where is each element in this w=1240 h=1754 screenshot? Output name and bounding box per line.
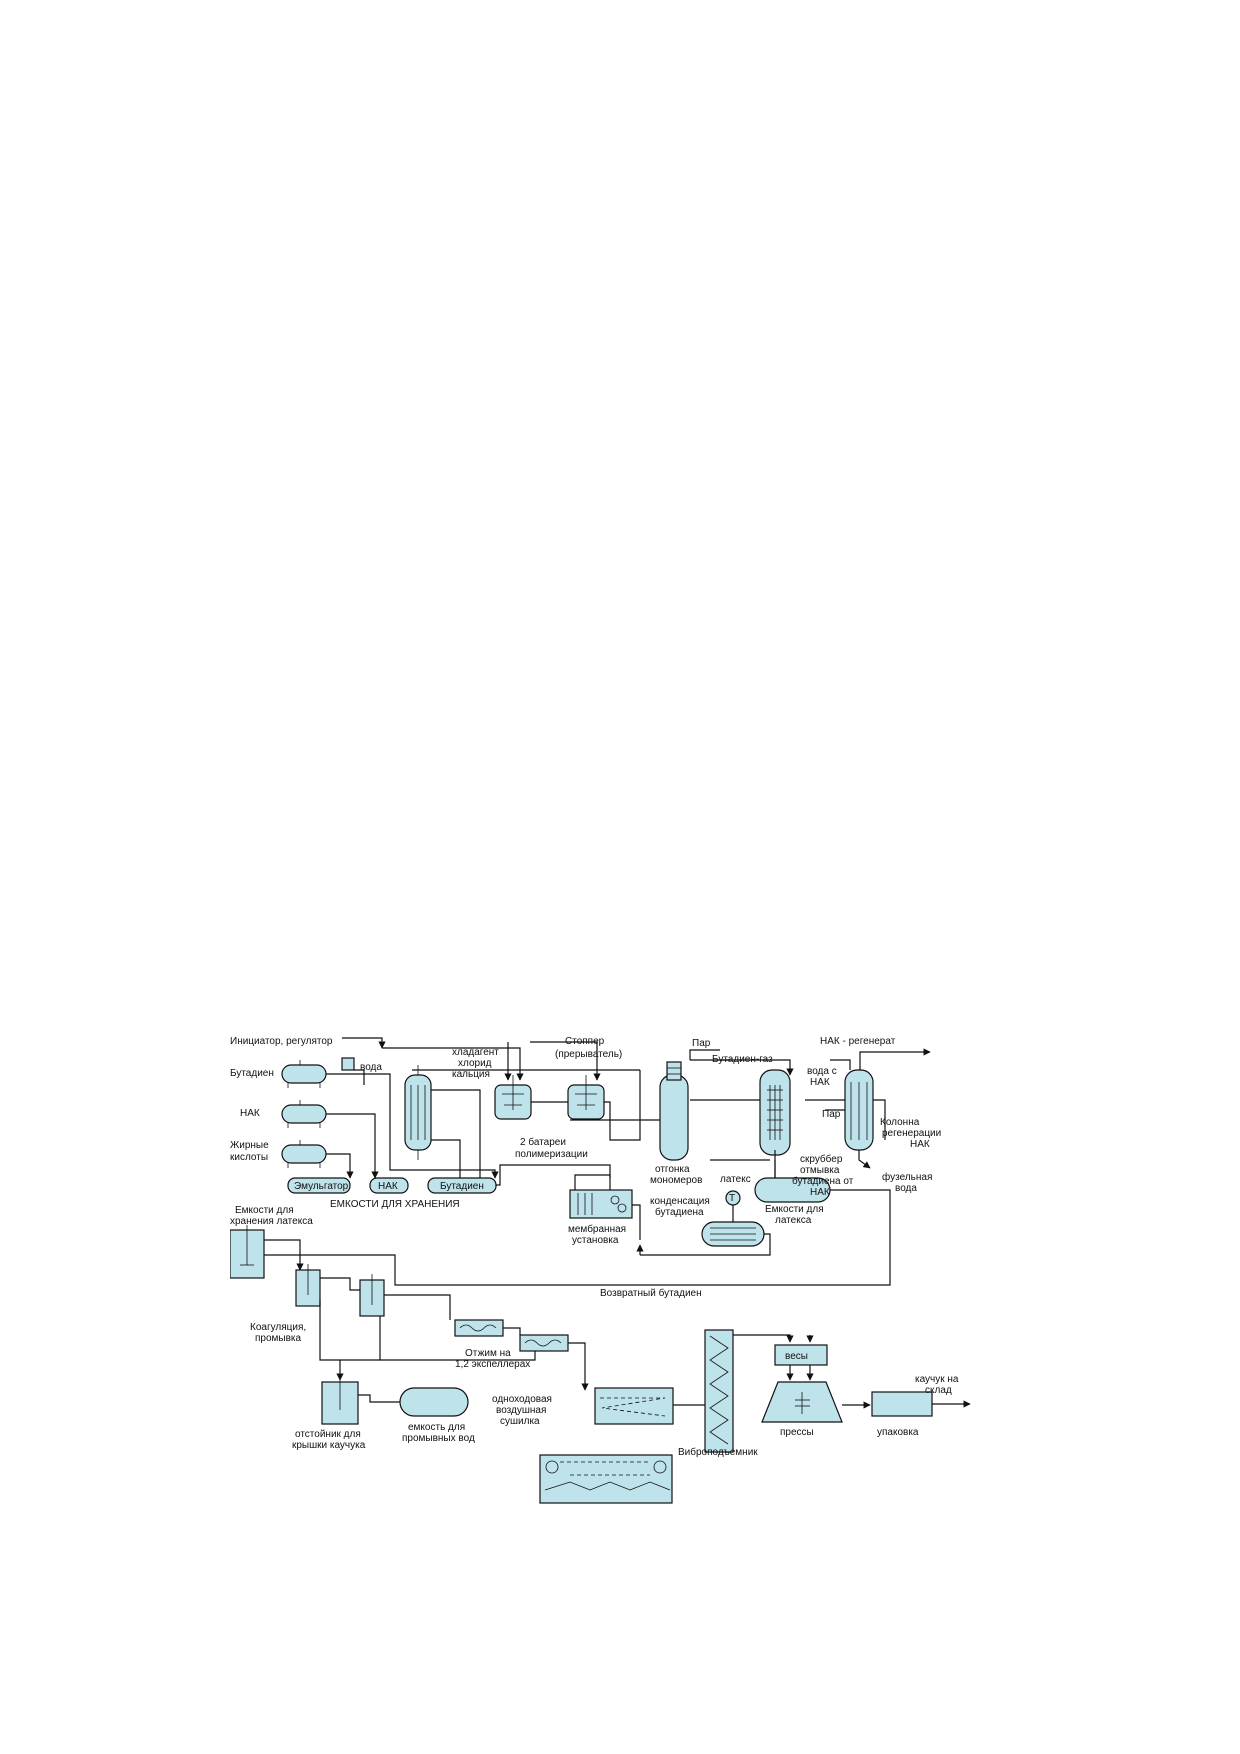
latex-storage-tank: [229, 1225, 265, 1279]
label-squeeze-1: Отжим на: [465, 1348, 511, 1359]
label-column-1: Колонна: [880, 1117, 920, 1128]
label-vibro-lift: Виброподъемник: [678, 1446, 758, 1458]
label-packing: упаковка: [877, 1427, 919, 1438]
label-feed-nak: НАК: [240, 1108, 260, 1119]
label-batteries-1: 2 батареи: [520, 1136, 566, 1148]
label-tank-butadiene: Бутадиен: [440, 1181, 484, 1192]
label-scrubber-4: НАК: [810, 1187, 830, 1198]
diagram-labels: Инициатор, регулятор Бутадиен НАК Жирные…: [230, 1036, 959, 1458]
settler-tank: [321, 1375, 359, 1425]
stripping-column: [659, 1061, 689, 1161]
label-rubber-2: склад: [925, 1385, 952, 1396]
label-scrubber-3: бутадиена от: [792, 1175, 854, 1187]
reactor-1: [494, 1075, 532, 1120]
label-fusel-1: фузельная: [882, 1171, 932, 1183]
label-stopper-1: Стоппер: [565, 1036, 605, 1047]
label-coolant-1: хладагент: [452, 1047, 499, 1058]
label-condensation-2: бутадиена: [655, 1206, 704, 1218]
label-column-2: регенерации: [882, 1128, 941, 1139]
label-latex: латекс: [720, 1174, 751, 1185]
expeller-1: [454, 1319, 504, 1337]
label-latex-storage-2: хранения латекса: [230, 1216, 313, 1227]
feed-tank-fatty-acids: [281, 1140, 327, 1168]
label-batteries-2: полимеризации: [515, 1149, 588, 1160]
label-water-with-2: НАК: [810, 1077, 830, 1088]
label-coagulation-2: промывка: [255, 1333, 302, 1344]
feed-tank-nak: [281, 1100, 327, 1128]
air-dryer: [539, 1454, 673, 1504]
label-stopper-2: (прерыватель): [555, 1049, 622, 1060]
label-t-symbol: T: [729, 1193, 735, 1204]
label-dryer-1: одноходовая: [492, 1394, 552, 1405]
label-tank-emulsifier: Эмульгатор: [294, 1181, 349, 1192]
label-butadiene-gas: Бутадиен-газ: [712, 1054, 773, 1065]
label-rubber-1: каучук на: [915, 1374, 959, 1385]
label-water-with-1: вода с: [807, 1066, 837, 1077]
label-latex-storage-1: Емкости для: [235, 1205, 294, 1216]
label-stripping-2: мономеров: [650, 1175, 702, 1186]
label-squeeze-2: 1,2 экспеллерах: [455, 1359, 530, 1370]
feed-tank-butadiene: [281, 1060, 327, 1088]
nak-regeneration-column: [844, 1069, 874, 1151]
label-dryer-2: воздушная: [496, 1405, 546, 1416]
expeller-2: [519, 1334, 569, 1352]
label-coolant-3: кальция: [452, 1069, 490, 1080]
butadiene-condenser: [701, 1221, 765, 1247]
label-fusel-2: вода: [895, 1183, 917, 1194]
label-steam-1: Пар: [692, 1038, 711, 1049]
label-return-butadiene: Возвратный бутадиен: [600, 1287, 702, 1299]
label-condensation-1: конденсация: [650, 1196, 710, 1207]
label-initiator: Инициатор, регулятор: [230, 1036, 333, 1047]
label-stripping-1: отгонка: [655, 1164, 690, 1175]
packing-unit: [871, 1391, 933, 1417]
label-settler-2: крышки каучука: [292, 1440, 366, 1451]
coagulation-tank-2: [359, 1274, 385, 1317]
label-storage-tanks: ЕМКОСТИ ДЛЯ ХРАНЕНИЯ: [330, 1199, 460, 1210]
label-settler-1: отстойник для: [295, 1429, 361, 1440]
label-dryer-3: сушилка: [500, 1416, 540, 1427]
label-latex-tanks-1: Емкости для: [765, 1204, 824, 1215]
label-water: вода: [360, 1062, 382, 1073]
label-wash-tank-1: емкость для: [408, 1422, 465, 1433]
process-flow-diagram: Инициатор, регулятор Бутадиен НАК Жирные…: [229, 1030, 1070, 1590]
scrubber: [759, 1069, 791, 1156]
label-membrane-2: установка: [572, 1235, 619, 1246]
initiator-mixer: [341, 1057, 355, 1071]
wash-water-tank: [399, 1387, 469, 1417]
label-latex-tanks-2: латекса: [775, 1215, 812, 1226]
coagulation-tank-1: [295, 1264, 321, 1307]
heat-exchanger: [404, 1065, 432, 1160]
press: [761, 1381, 843, 1423]
label-fatty-acids-1: Жирные: [230, 1140, 269, 1151]
label-feed-butadiene: Бутадиен: [230, 1068, 274, 1079]
label-wash-tank-2: промывных вод: [402, 1433, 475, 1444]
label-membrane-1: мембранная: [568, 1223, 626, 1235]
label-coagulation-1: Коагуляция,: [250, 1322, 306, 1333]
label-steam-2: Пар: [822, 1109, 841, 1120]
reactor-2: [567, 1075, 605, 1120]
storage-tank-emulsifier: [287, 1177, 351, 1194]
belt-dryer: [594, 1387, 674, 1425]
label-tank-nak: НАК: [378, 1181, 398, 1192]
vibro-lift: [704, 1329, 734, 1453]
flow-diagram-svg: Инициатор, регулятор Бутадиен НАК Жирные…: [229, 1036, 971, 1504]
label-scrubber-1: скруббер: [800, 1153, 843, 1165]
label-column-3: НАК: [910, 1139, 930, 1150]
label-fatty-acids-2: кислоты: [230, 1152, 268, 1163]
label-scales: весы: [785, 1351, 808, 1362]
storage-tank-nak: [369, 1177, 409, 1194]
membrane-unit: [569, 1189, 633, 1219]
label-scrubber-2: отмывка: [800, 1165, 840, 1176]
label-presses: прессы: [780, 1427, 814, 1438]
scales-unit: [774, 1344, 828, 1366]
label-coolant-2: хлорид: [458, 1058, 492, 1069]
label-nak-regen: НАК - регенерат: [820, 1036, 896, 1047]
